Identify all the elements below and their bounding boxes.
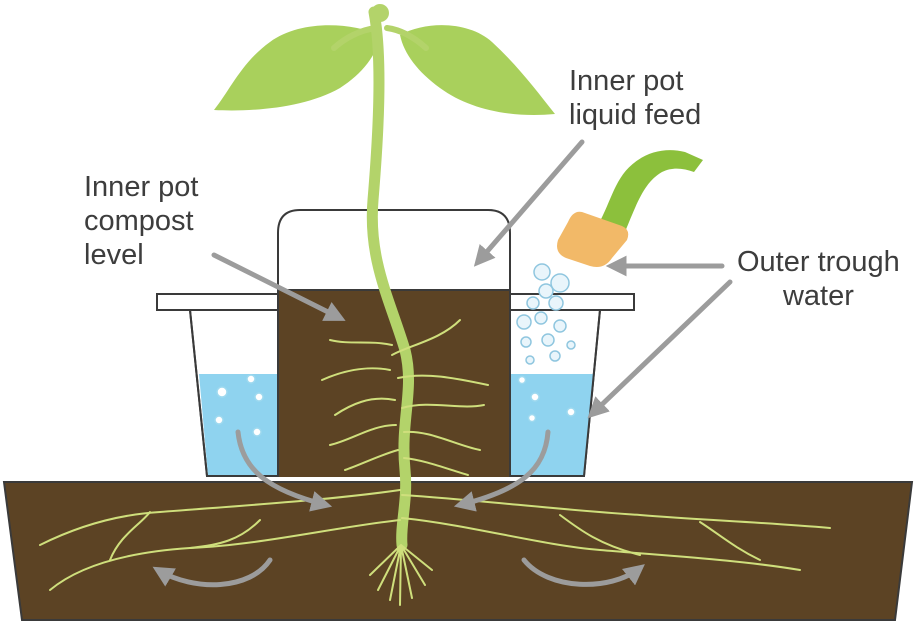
feed-bubbles: [516, 263, 576, 365]
plant-stem: [331, 4, 429, 551]
hose-tube: [598, 150, 703, 232]
label-outer-trough-water: Outer trough water: [737, 246, 900, 312]
arrow-compost-level: [211, 252, 346, 321]
plant-leaves: [214, 25, 555, 115]
plant-roots: [39, 319, 831, 606]
inner-pot: [277, 209, 511, 477]
watering-hose: [557, 150, 703, 267]
ground-soil: [2, 481, 914, 621]
label-inner-pot-liquid-feed: Inner pot liquid feed: [569, 65, 702, 131]
trough-water-right: [510, 374, 593, 475]
trough-water-left: [199, 374, 278, 475]
stem-bud: [371, 4, 389, 22]
arrow-flow-bottom-right: [521, 557, 645, 587]
arrow-liquid-feed: [473, 139, 585, 267]
hose-nozzle: [557, 211, 629, 267]
water-bubbles: [214, 374, 576, 437]
arrow-trough-water: [587, 279, 733, 419]
arrow-flow-bottom-left: [152, 557, 273, 588]
arrow-flow-right: [453, 429, 551, 512]
arrow-flow-left: [235, 429, 333, 512]
pointer-arrows: [152, 139, 733, 588]
right-leaf: [400, 25, 555, 115]
label-inner-pot-compost-level: Inner pot compost level: [84, 171, 199, 271]
left-leaf: [214, 25, 380, 111]
